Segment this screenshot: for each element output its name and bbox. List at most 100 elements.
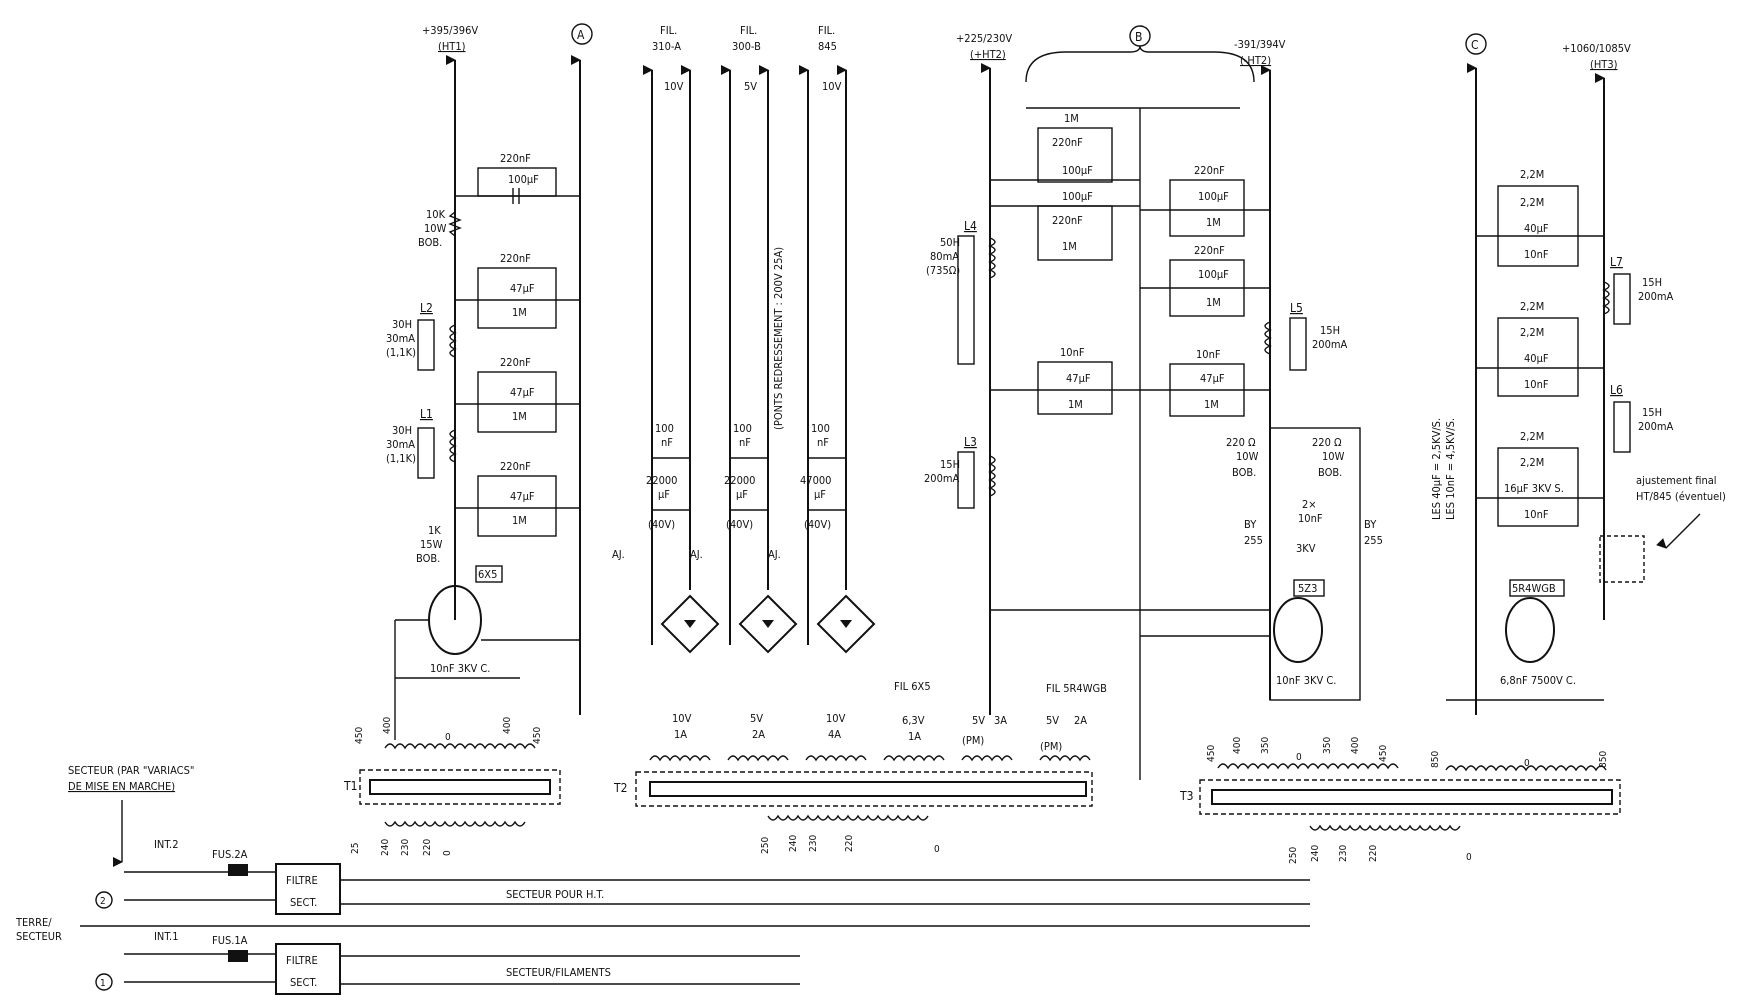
svg-text:nF: nF [739, 436, 751, 449]
svg-text:(1,1K): (1,1K) [386, 452, 416, 465]
svg-text:AJ.: AJ. [612, 548, 625, 561]
svg-text:15W: 15W [420, 538, 443, 551]
svg-text:220nF: 220nF [500, 460, 531, 473]
t2-fil-winding-3 [805, 755, 867, 762]
svg-text:1M: 1M [1204, 398, 1219, 411]
bridge-rectifiers [660, 594, 876, 654]
node-a [571, 23, 593, 45]
svg-text:10V: 10V [822, 80, 842, 93]
svg-text:100: 100 [655, 422, 674, 435]
svg-text:1M: 1M [1206, 216, 1221, 229]
svg-text:2×: 2× [1302, 498, 1317, 511]
svg-text:BY: BY [1244, 518, 1257, 531]
svg-text:10V: 10V [672, 712, 692, 725]
svg-text:850: 850 [1430, 751, 1441, 768]
svg-text:SECTEUR: SECTEUR [16, 930, 62, 943]
node-c-label: C [1471, 38, 1479, 52]
l5-coil-icon [1264, 321, 1272, 355]
fil-845: 845 [818, 40, 837, 53]
svg-text:30mA: 30mA [386, 332, 415, 345]
svg-text:0: 0 [442, 850, 453, 856]
svg-text:22000: 22000 [646, 474, 677, 487]
fil-300b: 300-B [732, 40, 761, 53]
svg-text:(40V): (40V) [648, 518, 675, 531]
svg-text:2A: 2A [752, 728, 765, 741]
svg-text:AJ.: AJ. [690, 548, 703, 561]
svg-text:40µF: 40µF [1524, 222, 1549, 235]
svg-text:40µF: 40µF [1524, 352, 1549, 365]
svg-text:15H: 15H [940, 458, 960, 471]
svg-text:FIL.: FIL. [740, 24, 757, 37]
svg-text:1M: 1M [1068, 398, 1083, 411]
ht2-rc-network [990, 127, 1270, 417]
t3-label: T3 [1179, 789, 1193, 803]
svg-text:L7: L7 [1610, 255, 1623, 269]
svg-text:(40V): (40V) [726, 518, 753, 531]
svg-text:15H: 15H [1320, 324, 1340, 337]
l7-core [1613, 273, 1631, 325]
fuse-2a-icon [228, 864, 248, 876]
filtre-filaments [275, 943, 341, 995]
ht2-label: +225/230V [956, 32, 1012, 45]
svg-text:10nF: 10nF [1060, 346, 1085, 359]
svg-text:µF: µF [736, 488, 748, 501]
t3-ht2-winding [1217, 763, 1399, 770]
svg-text:220nF: 220nF [500, 252, 531, 265]
node-a-label: A [577, 28, 585, 42]
svg-text:FIL.: FIL. [818, 24, 835, 37]
svg-text:220 Ω: 220 Ω [1312, 436, 1342, 449]
note-40uf: LES 40µF = 2,5KV/S. [1430, 418, 1443, 520]
svg-text:850: 850 [1598, 751, 1609, 768]
t2-frame [635, 771, 1093, 807]
svg-text:400: 400 [382, 717, 393, 734]
svg-text:30H: 30H [392, 424, 412, 437]
svg-text:2A: 2A [1074, 714, 1087, 727]
mains-2-marker: 2 [100, 896, 106, 907]
svg-text:(-HT2): (-HT2) [1240, 54, 1271, 67]
svg-text:2,2M: 2,2M [1520, 168, 1544, 181]
svg-text:0: 0 [1296, 752, 1302, 763]
svg-text:450: 450 [1206, 745, 1217, 762]
svg-text:25: 25 [350, 843, 361, 854]
node-c [1465, 33, 1487, 55]
svg-text:47µF: 47µF [510, 490, 535, 503]
svg-text:200mA: 200mA [1638, 290, 1674, 303]
node-b-label: B [1135, 30, 1142, 44]
svg-text:100µF: 100µF [1062, 164, 1093, 177]
fil-310a: 310-A [652, 40, 681, 53]
filtre-ht [275, 863, 341, 915]
svg-text:5V: 5V [750, 712, 763, 725]
svg-text:BOB.: BOB. [1318, 466, 1342, 479]
svg-text:SECT.: SECT. [290, 976, 317, 989]
svg-text:L3: L3 [964, 435, 977, 449]
svg-text:250: 250 [760, 837, 771, 854]
svg-text:AJ.: AJ. [768, 548, 781, 561]
svg-text:3A: 3A [994, 714, 1007, 727]
svg-text:220: 220 [1368, 845, 1379, 862]
svg-text:2,2M: 2,2M [1520, 326, 1544, 339]
svg-text:200mA: 200mA [1638, 420, 1674, 433]
fil-6x5-label: FIL 6X5 [894, 680, 931, 693]
svg-text:220nF: 220nF [500, 356, 531, 369]
svg-text:3KV: 3KV [1296, 542, 1316, 555]
svg-text:47µF: 47µF [1066, 372, 1091, 385]
ht2-supply: +225/230V (+HT2) B -391/394V (-HT2) L4 5… [924, 25, 1399, 780]
tube-6x5-label-box [475, 565, 503, 583]
filament-supply: FIL. 310-A FIL. 300-B FIL. 845 10V 5V 10… [612, 24, 1107, 762]
svg-text:100: 100 [811, 422, 830, 435]
svg-text:200mA: 200mA [924, 472, 960, 485]
svg-text:FILTRE: FILTRE [286, 954, 318, 967]
t3-frame [1199, 779, 1621, 815]
ht1-label: +395/396V [422, 24, 478, 37]
svg-text:1A: 1A [674, 728, 687, 741]
t1-frame [359, 769, 561, 805]
r-10w: 10W [424, 222, 447, 235]
brace-b [1025, 45, 1255, 83]
svg-text:0: 0 [1524, 758, 1530, 769]
svg-text:5V: 5V [972, 714, 985, 727]
svg-text:100µF: 100µF [1062, 190, 1093, 203]
fuse-1a-icon [228, 950, 248, 962]
svg-text:1M: 1M [1206, 296, 1221, 309]
ponts-redressement-note: (PONTS REDRESSEMENT : 200V 25A) [772, 247, 785, 430]
svg-text:1A: 1A [908, 730, 921, 743]
